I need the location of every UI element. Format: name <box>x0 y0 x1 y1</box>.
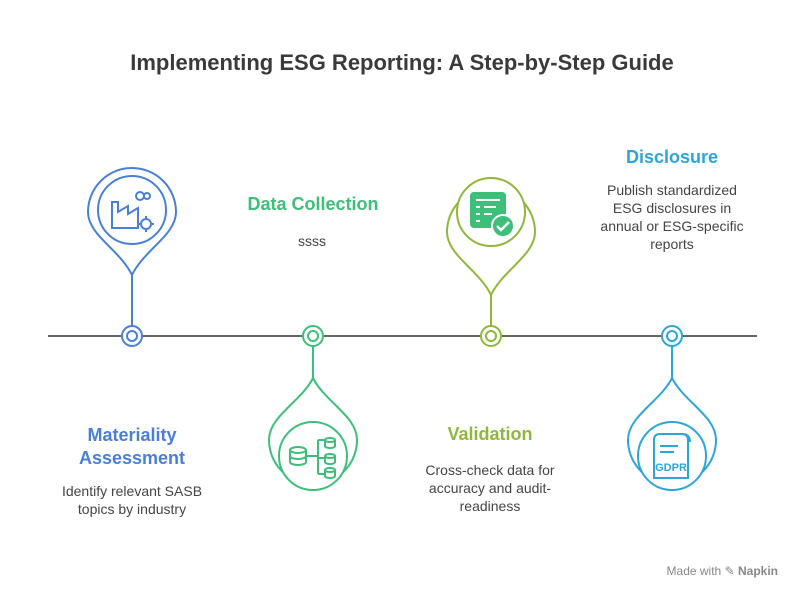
gdpr-document-icon: GDPR <box>653 433 691 479</box>
factory-gear-icon <box>111 191 154 232</box>
napkin-credit[interactable]: Made with ✎ Napkin <box>667 564 778 578</box>
step-desc-data-collection: ssss <box>298 233 326 249</box>
pin-disclosure: GDPR <box>626 325 718 491</box>
pin-validation <box>445 177 537 347</box>
step-desc-materiality: Identify relevant SASB topics by industr… <box>61 483 203 517</box>
step-title-validation: Validation <box>447 424 533 444</box>
made-with-text: Made with <box>666 564 722 578</box>
step-title-disclosure: Disclosure <box>625 147 719 167</box>
database-hierarchy-icon <box>289 437 336 479</box>
step-desc-validation: Cross-check data for accuracy and audit-… <box>425 462 555 514</box>
step-title-materiality: Materiality Assessment <box>78 425 186 468</box>
svg-text:GDPR: GDPR <box>655 462 687 474</box>
step-title-data-collection: Data Collection <box>247 194 379 214</box>
napkin-logo-icon: ✎ <box>724 564 735 578</box>
pin-materiality <box>86 167 178 347</box>
napkin-brand: Napkin <box>737 564 778 578</box>
diagram-title: Implementing ESG Reporting: A Step-by-St… <box>130 50 674 75</box>
pin-data-collection <box>267 325 359 491</box>
step-desc-disclosure: Publish standardized ESG disclosures in … <box>600 182 744 252</box>
checklist-check-icon <box>470 192 515 238</box>
